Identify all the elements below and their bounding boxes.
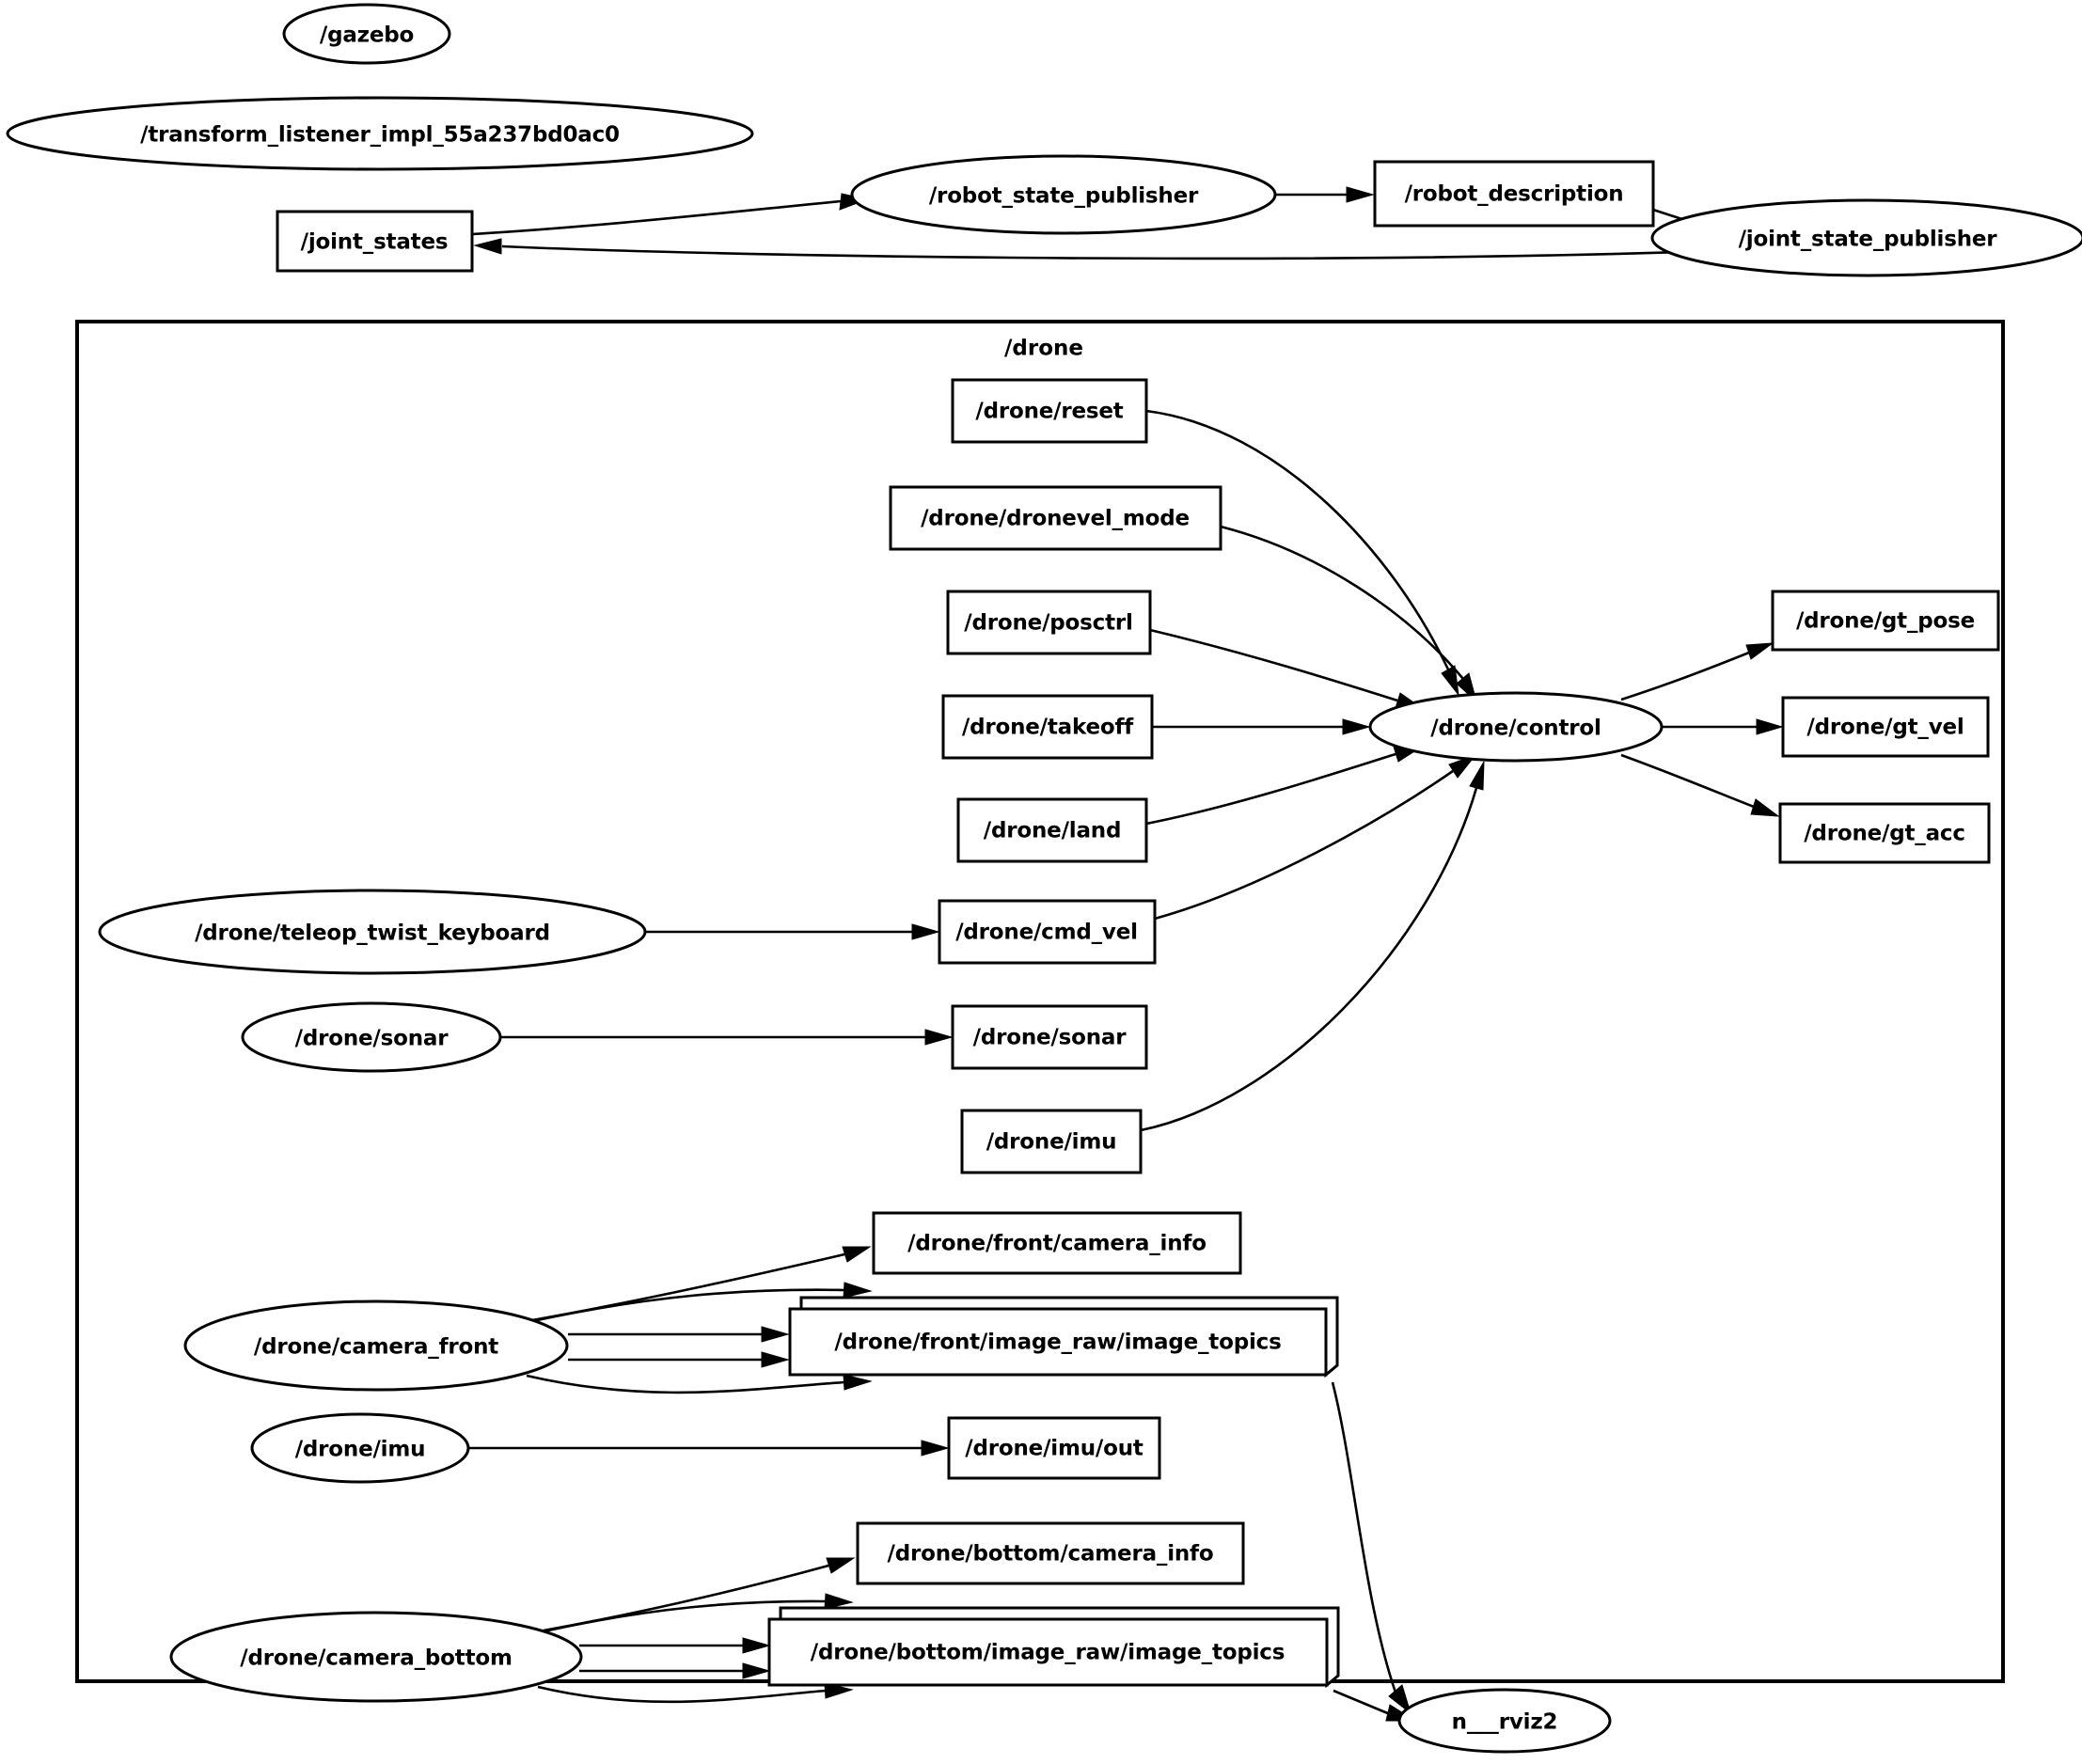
edge-camera-front-to-front-image-topics-3: [568, 1351, 790, 1368]
edge-camera-front-to-front-image-topics-1: [528, 1282, 873, 1324]
node-drone-camera-front-shape[interactable]: [183, 1299, 569, 1392]
edge-imu-topic-to-control: [1140, 761, 1485, 1132]
node-drone-front-camera-info-shape[interactable]: [872, 1211, 1242, 1275]
node-drone-sonar-node[interactable]: /drone/sonar: [241, 1001, 502, 1073]
node-drone-posctrl[interactable]: /drone/posctrl: [946, 590, 1152, 655]
edge-control-to-gt-acc: [1620, 753, 1780, 817]
node-drone-bottom-camera-info[interactable]: /drone/bottom/camera_info: [856, 1521, 1245, 1585]
node-gazebo-shape[interactable]: [282, 3, 451, 65]
edge-imu-node-to-imu-out: [468, 1440, 950, 1457]
edge-posctrl-to-control: [1149, 628, 1425, 710]
node-drone-teleop-twist-keyboard[interactable]: /drone/teleop_twist_keyboard: [98, 889, 647, 975]
node-drone-cmd-vel-shape[interactable]: [938, 899, 1157, 965]
edge-sonar-node-to-sonar-topic: [500, 1029, 954, 1046]
node-drone-imu-out-shape[interactable]: [947, 1416, 1161, 1480]
edge-joint-states-to-robot-state-publisher: [471, 193, 869, 236]
node-robot-description-shape[interactable]: [1373, 160, 1655, 228]
edge-camera-bottom-to-bottom-image-topics-3: [579, 1662, 771, 1679]
node-drone-gt-acc-shape[interactable]: [1778, 802, 1991, 864]
node-drone-camera-bottom[interactable]: /drone/camera_bottom: [169, 1611, 583, 1703]
edge-land-to-control: [1145, 746, 1424, 826]
node-joint-state-publisher[interactable]: /joint_state_publisher: [1650, 198, 2082, 277]
node-joint-state-publisher-shape[interactable]: [1650, 198, 2082, 277]
node-drone-land-shape[interactable]: [956, 797, 1148, 863]
node-drone-camera-front[interactable]: /drone/camera_front: [183, 1299, 569, 1392]
node-drone-control-shape[interactable]: [1368, 691, 1664, 763]
edge-teleop-to-cmd-vel: [645, 923, 940, 940]
node-drone-imu-node[interactable]: /drone/imu: [250, 1412, 470, 1484]
edge-dronevel-mode-to-control: [1220, 525, 1477, 703]
node-layer: /gazebo /transform_listener_impl_55a237b…: [6, 3, 2082, 1754]
node-drone-imu-topic-shape[interactable]: [960, 1109, 1143, 1174]
edge-takeoff-to-control: [1152, 718, 1371, 735]
edge-robot-state-publisher-to-robot-description: [1275, 186, 1375, 203]
node-drone-gt-acc[interactable]: /drone/gt_acc: [1778, 802, 1991, 864]
node-drone-imu-out[interactable]: /drone/imu/out: [947, 1416, 1161, 1480]
node-drone-camera-bottom-shape[interactable]: [169, 1611, 583, 1703]
node-drone-front-image-topics-shape[interactable]: [788, 1307, 1328, 1377]
node-drone-takeoff-shape[interactable]: [941, 694, 1154, 760]
node-drone-sonar-topic[interactable]: /drone/sonar: [951, 1004, 1148, 1070]
node-drone-imu-node-shape[interactable]: [250, 1412, 470, 1484]
node-drone-gt-pose-shape[interactable]: [1771, 590, 2000, 652]
node-drone-bottom-image-topics-shape[interactable]: [767, 1617, 1329, 1687]
edge-control-to-gt-pose: [1620, 642, 1774, 701]
node-drone-gt-pose[interactable]: /drone/gt_pose: [1771, 590, 2000, 652]
node-drone-sonar-node-shape[interactable]: [241, 1001, 502, 1073]
node-drone-control[interactable]: /drone/control: [1368, 691, 1664, 763]
node-drone-posctrl-shape[interactable]: [946, 590, 1152, 655]
node-drone-imu-topic[interactable]: /drone/imu: [960, 1109, 1143, 1174]
node-drone-sonar-topic-shape[interactable]: [951, 1004, 1148, 1070]
edge-control-to-gt-vel: [1663, 718, 1784, 735]
edge-camera-bottom-to-bottom-image-topics-1: [539, 1593, 854, 1634]
node-drone-gt-vel[interactable]: /drone/gt_vel: [1781, 696, 1990, 758]
node-drone-dronevel-mode-shape[interactable]: [889, 485, 1222, 551]
node-transform-listener-impl[interactable]: /transform_listener_impl_55a237bd0ac0: [6, 96, 754, 171]
edge-front-image-topics-to-rviz2: [1331, 1381, 1412, 1715]
node-drone-reset[interactable]: /drone/reset: [951, 378, 1148, 444]
edge-camera-bottom-to-bottom-image-topics-2: [579, 1637, 771, 1654]
edge-camera-front-to-front-image-topics-2: [568, 1326, 790, 1343]
node-robot-state-publisher-shape[interactable]: [850, 154, 1277, 235]
node-transform-listener-impl-shape[interactable]: [6, 96, 754, 171]
node-gazebo[interactable]: /gazebo: [282, 3, 451, 65]
cluster-drone-label: /drone: [1004, 337, 1083, 361]
node-drone-bottom-camera-info-shape[interactable]: [856, 1521, 1245, 1585]
node-rviz2-shape[interactable]: [1397, 1688, 1612, 1754]
node-robot-description[interactable]: /robot_description: [1373, 160, 1655, 228]
node-drone-land[interactable]: /drone/land: [956, 797, 1148, 863]
node-robot-state-publisher[interactable]: /robot_state_publisher: [850, 154, 1277, 235]
edge-joint-state-publisher-to-joint-states: [473, 238, 1684, 260]
node-drone-takeoff[interactable]: /drone/takeoff: [941, 694, 1154, 760]
node-drone-front-camera-info[interactable]: /drone/front/camera_info: [872, 1211, 1242, 1275]
node-drone-reset-shape[interactable]: [951, 378, 1148, 444]
edge-reset-to-control: [1145, 409, 1459, 697]
node-joint-states-shape[interactable]: [276, 210, 474, 273]
node-drone-cmd-vel[interactable]: /drone/cmd_vel: [938, 899, 1157, 965]
node-drone-gt-vel-shape[interactable]: [1781, 696, 1990, 758]
node-drone-teleop-twist-keyboard-shape[interactable]: [98, 889, 647, 975]
node-joint-states[interactable]: /joint_states: [276, 210, 474, 273]
node-drone-bottom-image-topics[interactable]: /drone/bottom/image_raw/image_topics: [767, 1606, 1340, 1689]
edge-camera-front-to-front-image-topics-4: [526, 1374, 873, 1394]
node-rviz2[interactable]: n___rviz2: [1397, 1688, 1612, 1754]
node-drone-front-image-topics[interactable]: /drone/front/image_raw/image_topics: [788, 1296, 1339, 1378]
node-drone-dronevel-mode[interactable]: /drone/dronevel_mode: [889, 485, 1222, 551]
